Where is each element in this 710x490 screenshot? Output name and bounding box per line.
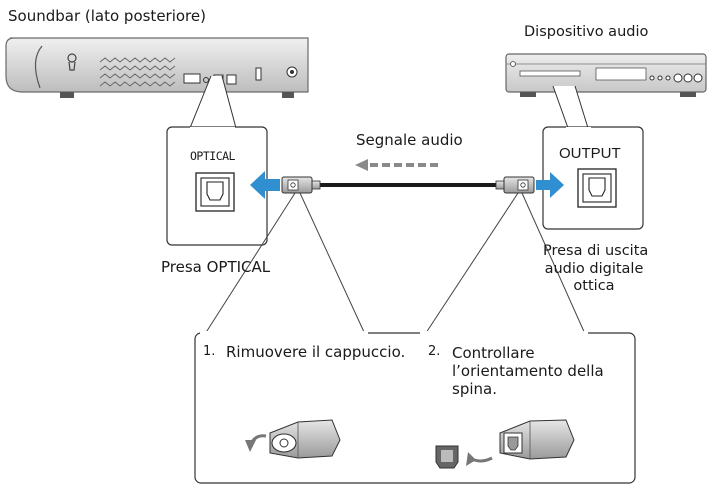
step-2-number: 2. [428, 344, 441, 359]
step-1-text: Rimuovere il cappuccio. [226, 343, 406, 361]
output-callout [542, 85, 644, 230]
signal-label: Segnale audio [356, 131, 463, 149]
output-caption-line: Presa di uscita [543, 243, 649, 259]
optical-caption: Presa OPTICAL [161, 258, 271, 276]
output-caption: Presa di uscita audio digitale ottica [543, 243, 649, 296]
optical-callout [166, 75, 268, 246]
soundbar-illustration [5, 37, 309, 98]
output-caption-line: audio digitale [544, 260, 644, 277]
step-2-text: Controllare l’orientamento della spina. [452, 344, 604, 398]
device-label: Dispositivo audio [524, 24, 649, 40]
step-2-text-line: spina. [452, 380, 497, 398]
optical-cable [281, 176, 535, 194]
step-2-text-line: Controllare [452, 344, 535, 362]
step-2-text-line: l’orientamento della [452, 362, 604, 380]
output-port-label: OUTPUT [559, 145, 621, 162]
audio-device-illustration [505, 53, 707, 97]
check-orientation-illustration [435, 419, 575, 469]
soundbar-label: Soundbar (lato posteriore) [8, 7, 206, 25]
step-1-number: 1. [203, 344, 216, 359]
remove-cap-illustration [245, 419, 341, 459]
insert-arrow-right [536, 172, 564, 198]
output-caption-line: ottica [573, 278, 615, 294]
signal-direction-arrow [355, 159, 438, 171]
optical-port-label: OPTICAL [190, 149, 235, 163]
insert-arrow-left [250, 171, 280, 199]
